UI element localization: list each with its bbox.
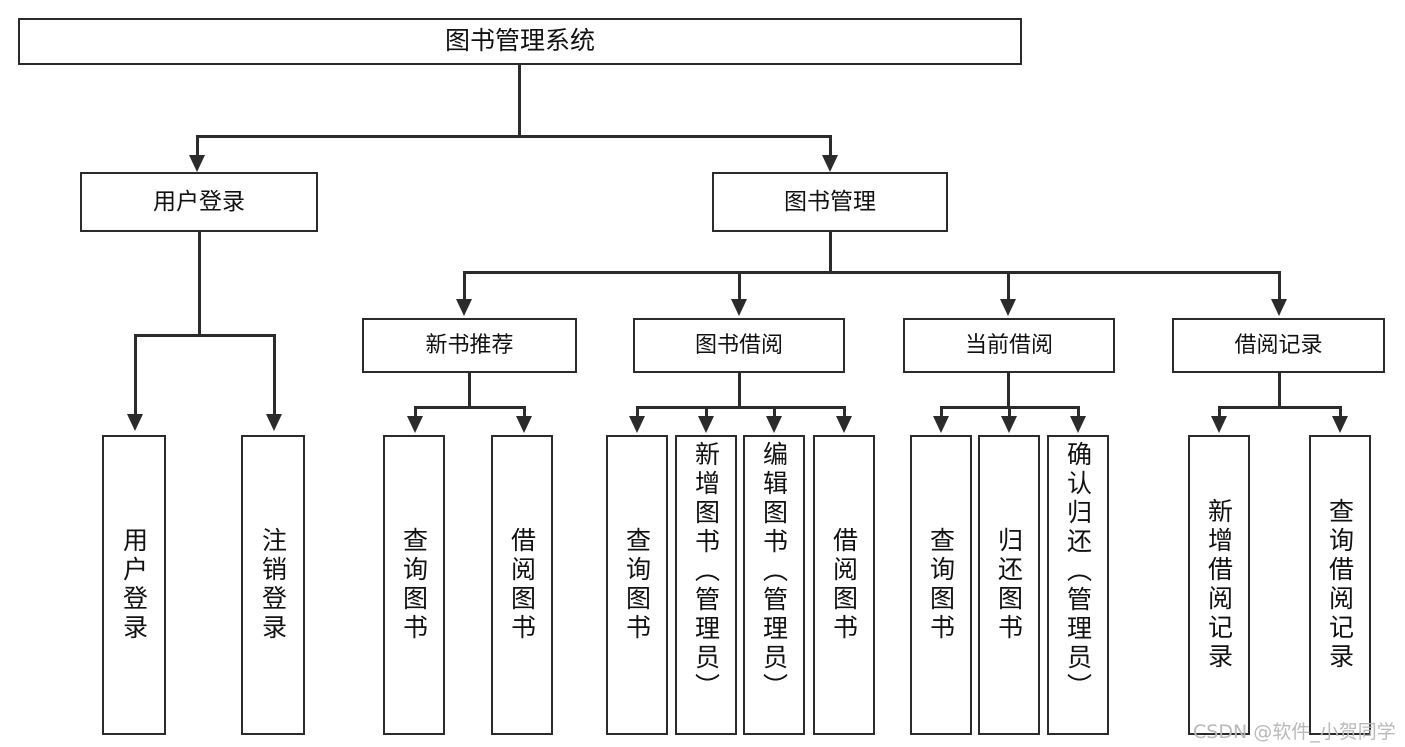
arrowhead-book-management-to-current-borrow [1000,299,1016,316]
arrowhead-new-book-to-leaf-2 [516,416,532,433]
edge-book-borrow-split-bar [636,406,846,409]
csdn-watermark: CSDN @软件_小贺同学 [1193,721,1396,743]
node-current-borrow[interactable]: 当前借阅 [903,318,1115,373]
arrowhead-root-to-book-manage [822,155,838,172]
leaf-label: 用户登录 [119,527,149,643]
arrowhead-user-login-to-leaf-1 [127,414,143,431]
leaf-logout[interactable]: 注销登录 [241,435,305,735]
arrowhead-book-borrow-to-leaf-3 [766,416,782,433]
node-label: 图书借阅 [694,332,783,358]
edge-borrow-record-stem [1278,373,1281,409]
edge-book-borrow-to-leaf-1 [636,406,639,419]
leaf-label: 查询图书 [926,527,956,643]
arrowhead-new-book-to-leaf-1 [407,416,423,433]
leaf-query-book-current[interactable]: 查询图书 [910,435,972,735]
edge-root-to-user-login [196,135,199,157]
edge-book-management-split-bar [463,271,1281,274]
edge-book-borrow-to-leaf-3 [773,406,776,419]
edge-book-management-to-new-book [463,271,466,301]
edge-book-management-stem [829,232,832,274]
leaf-label: 归还图书 [994,527,1024,643]
node-book-borrow[interactable]: 图书借阅 [633,318,845,373]
leaf-query-borrow-record[interactable]: 查询借阅记录 [1309,435,1371,735]
node-borrow-record[interactable]: 借阅记录 [1172,318,1385,373]
arrowhead-book-borrow-to-leaf-2 [698,416,714,433]
node-label: 当前借阅 [964,332,1053,358]
arrowhead-book-borrow-to-leaf-4 [836,416,852,433]
edge-book-borrow-to-leaf-2 [705,406,708,419]
edge-book-borrow-to-leaf-4 [843,406,846,419]
leaf-label: 注销登录 [258,527,288,643]
arrowhead-root-to-user-login [189,155,205,172]
edge-current-borrow-stem [1007,373,1010,409]
arrowhead-current-borrow-to-leaf-2 [1001,416,1017,433]
leaf-label: 编辑图书（管理员） [759,441,789,702]
leaf-query-book-new[interactable]: 查询图书 [383,435,445,735]
node-new-book-recommend[interactable]: 新书推荐 [362,318,577,373]
leaf-borrow-book[interactable]: 借阅图书 [813,435,875,735]
leaf-label: 借阅图书 [507,527,537,643]
edge-root-stem [518,65,521,137]
edge-new-book-split-bar [414,406,526,409]
leaf-user-login[interactable]: 用户登录 [102,435,166,735]
leaf-edit-book-admin[interactable]: 编辑图书（管理员） [743,435,805,735]
leaf-label: 查询图书 [622,527,652,643]
leaf-return-book[interactable]: 归还图书 [978,435,1040,735]
edge-book-management-to-current-borrow [1007,271,1010,301]
arrowhead-borrow-record-to-leaf-1 [1211,416,1227,433]
leaf-label: 查询借阅记录 [1325,498,1355,672]
arrowhead-user-login-to-leaf-2 [266,414,282,431]
leaf-add-book-admin[interactable]: 新增图书（管理员） [675,435,737,735]
edge-user-login-to-leaf-1 [134,334,137,416]
leaf-label: 确认归还（管理员） [1063,441,1093,702]
edge-borrow-record-to-leaf-1 [1218,406,1221,419]
leaf-label: 新增借阅记录 [1204,498,1234,672]
arrowhead-book-management-to-new-book [456,299,472,316]
edge-user-login-split-bar [134,334,276,337]
edge-root-split-bar [196,135,832,138]
edge-borrow-record-to-leaf-2 [1339,406,1342,419]
arrowhead-book-borrow-to-leaf-1 [629,416,645,433]
edge-new-book-to-leaf-2 [523,406,526,419]
node-label: 图书管理 [784,188,876,215]
node-label: 图书管理系统 [444,26,595,56]
leaf-add-borrow-record[interactable]: 新增借阅记录 [1188,435,1250,735]
edge-current-borrow-to-leaf-3 [1077,406,1080,419]
edge-current-borrow-to-leaf-1 [940,406,943,419]
arrowhead-book-management-to-borrow-record [1271,299,1287,316]
leaf-query-book-borrow[interactable]: 查询图书 [606,435,668,735]
arrowhead-current-borrow-to-leaf-3 [1070,416,1086,433]
edge-root-to-book-manage [829,135,832,157]
leaf-label: 借阅图书 [829,527,859,643]
node-root-system[interactable]: 图书管理系统 [18,18,1022,65]
edge-new-book-stem [468,373,471,409]
node-label: 借阅记录 [1234,332,1323,358]
leaf-confirm-return-admin[interactable]: 确认归还（管理员） [1047,435,1109,735]
node-label: 新书推荐 [425,332,514,358]
node-user-login[interactable]: 用户登录 [80,172,318,232]
edge-book-borrow-stem [738,373,741,409]
edge-borrow-record-split-bar [1218,406,1342,409]
arrowhead-book-management-to-book-borrow [731,299,747,316]
node-book-management[interactable]: 图书管理 [712,172,948,232]
edge-user-login-stem [198,232,201,336]
leaf-label: 新增图书（管理员） [691,441,721,702]
leaf-borrow-book-new[interactable]: 借阅图书 [491,435,553,735]
edge-book-management-to-borrow-record [1278,271,1281,301]
leaf-label: 查询图书 [399,527,429,643]
edge-book-management-to-book-borrow [738,271,741,301]
edge-new-book-to-leaf-1 [414,406,417,419]
arrowhead-current-borrow-to-leaf-1 [933,416,949,433]
edge-current-borrow-to-leaf-2 [1008,406,1011,419]
edge-user-login-to-leaf-2 [273,334,276,416]
node-label: 用户登录 [153,188,245,215]
arrowhead-borrow-record-to-leaf-2 [1332,416,1348,433]
